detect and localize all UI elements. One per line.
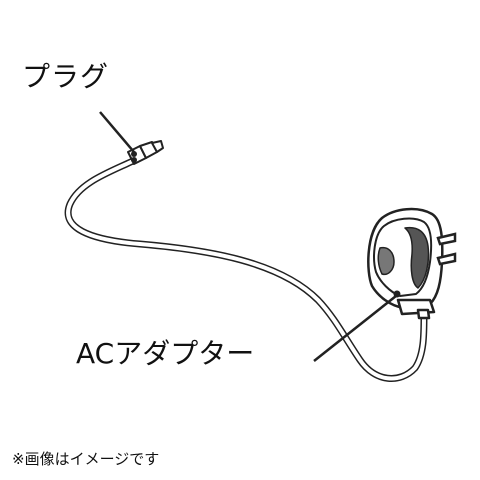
plug-leader-dot [131,151,137,157]
adapter-leader-dot [393,290,401,298]
ac-adapter-body [367,207,444,320]
ac-adapter-label: ACアダプター [76,337,255,370]
plug-leader-line [99,111,135,153]
cable [64,156,428,382]
adapter-leader-line [313,295,397,362]
ac-prongs [436,232,457,266]
image-disclaimer-caption: ※画像はイメージです [12,450,160,468]
plug-label: プラグ [22,60,110,93]
